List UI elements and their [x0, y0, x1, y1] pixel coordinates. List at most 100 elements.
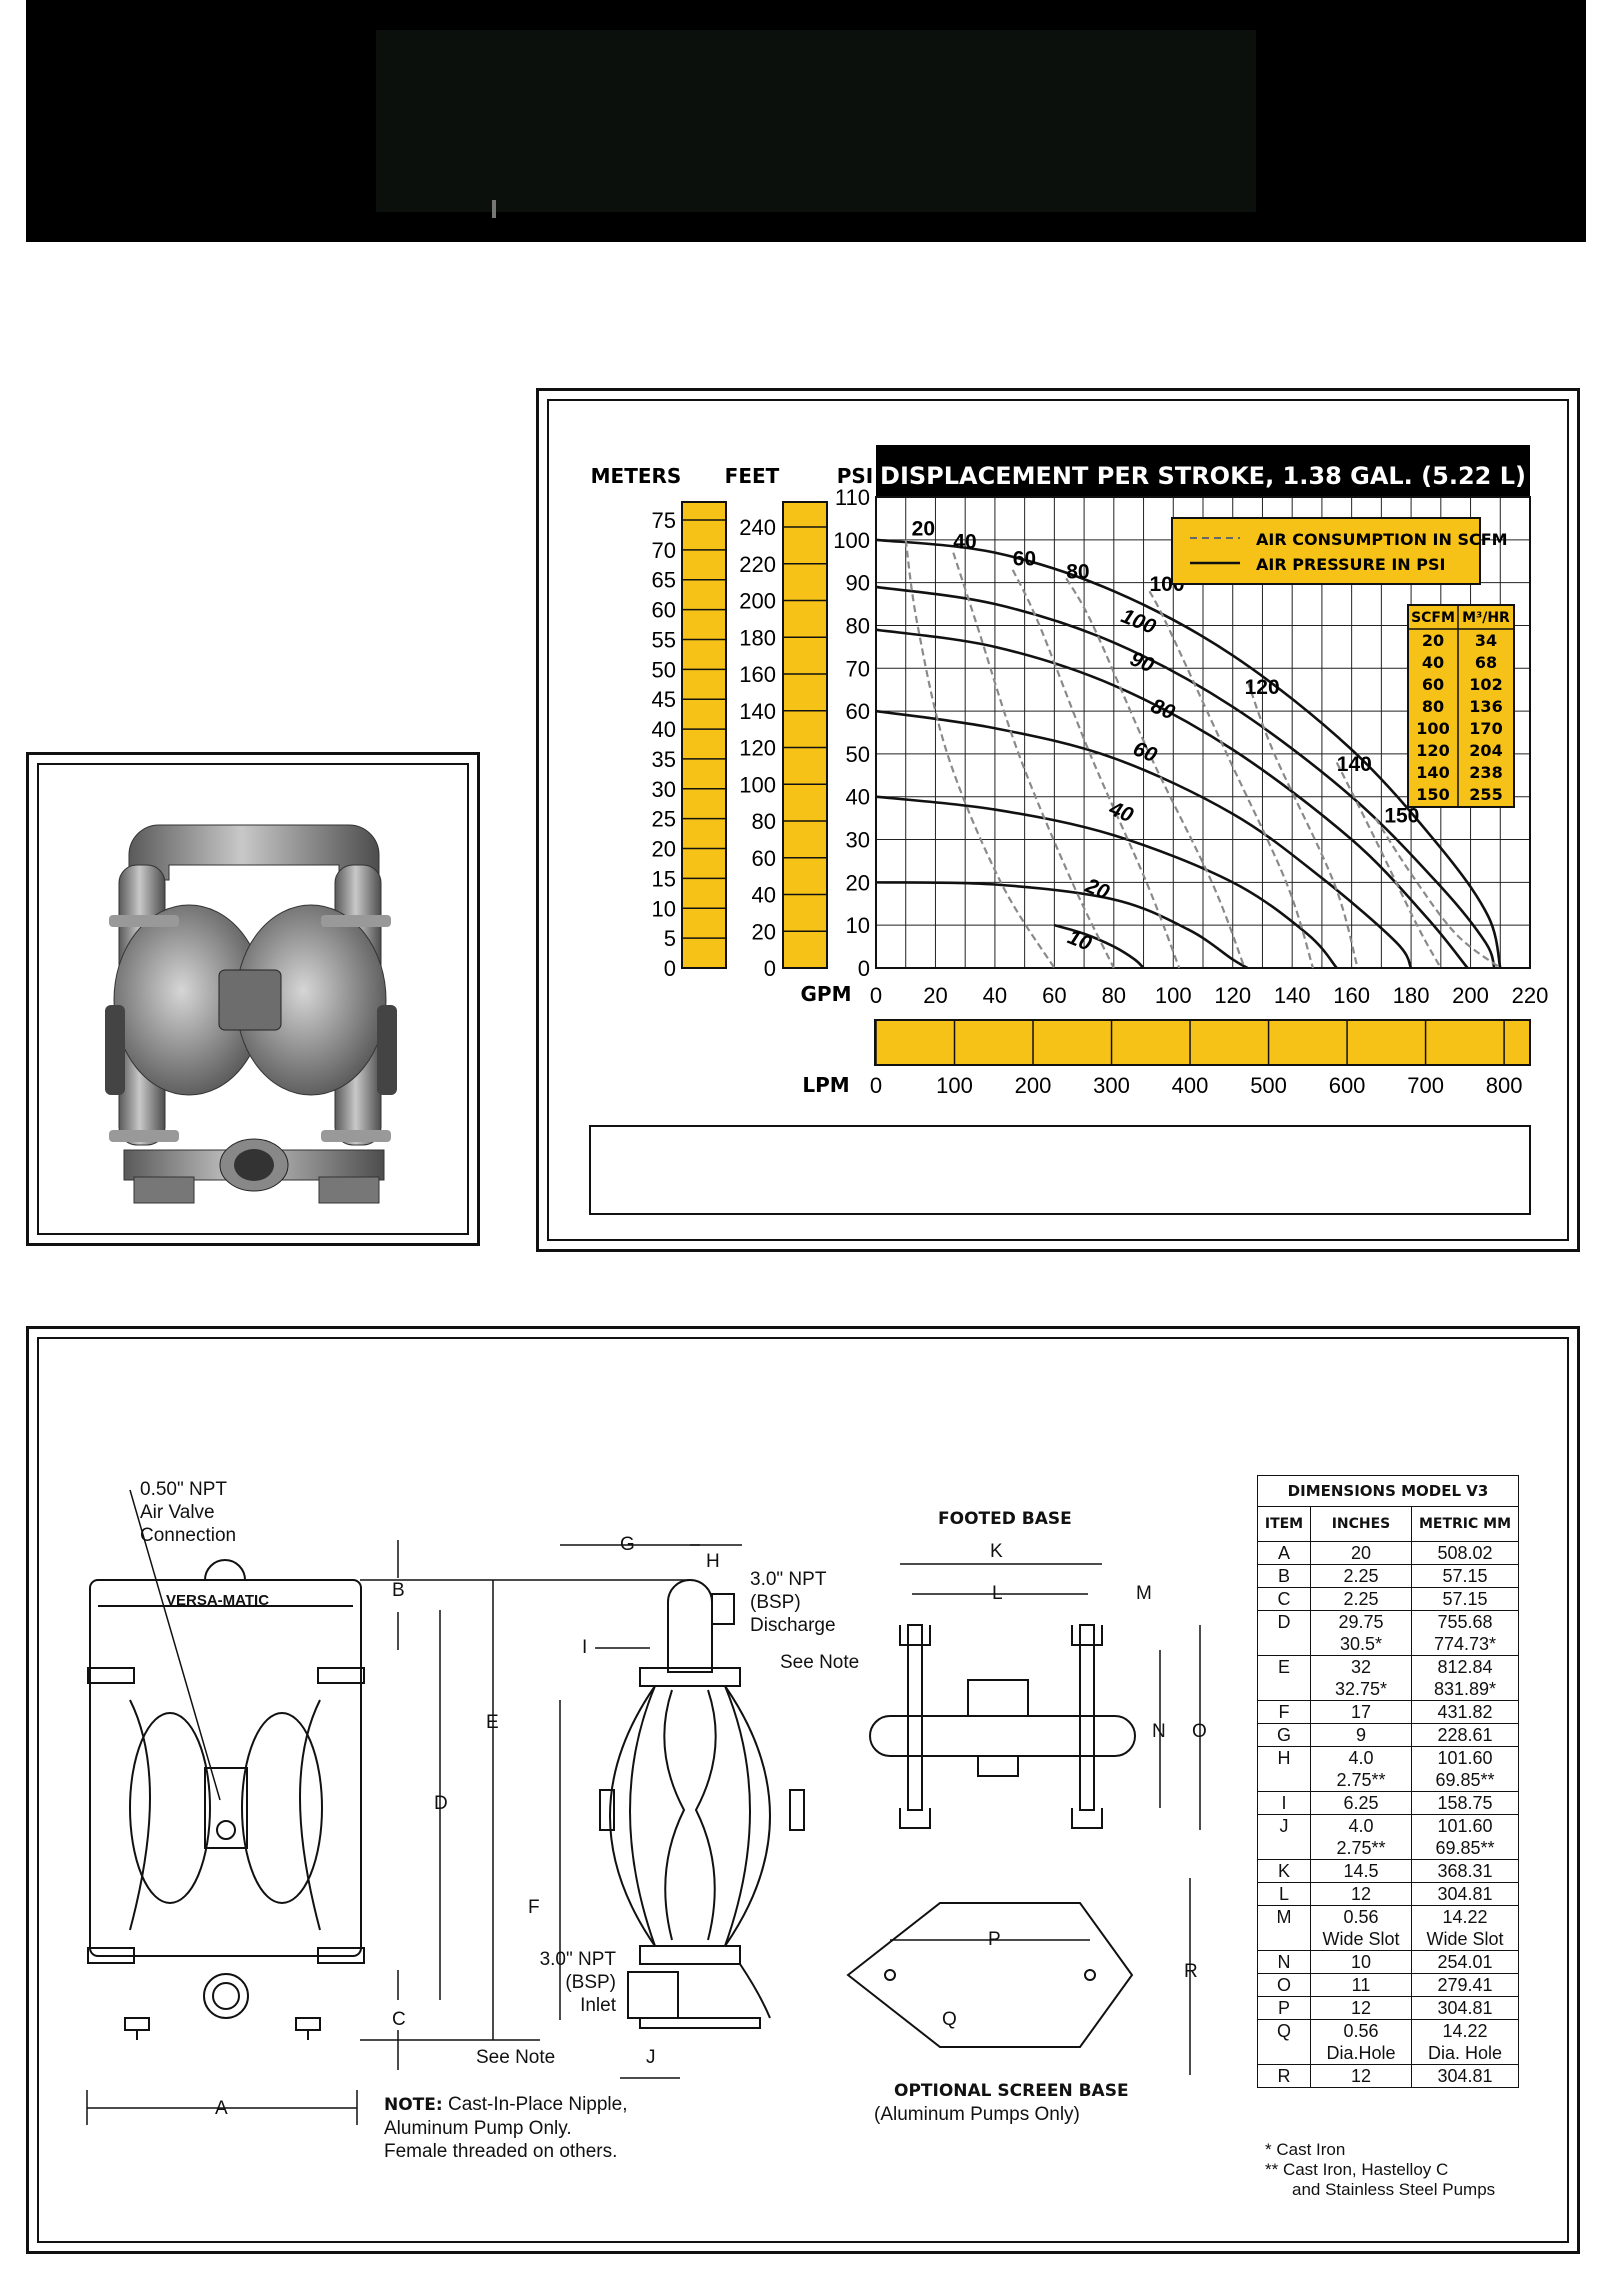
meters-scale-bar [681, 501, 727, 969]
meters-tick-label: 30 [652, 777, 676, 802]
scfm-table-header: SCFM [1411, 610, 1455, 626]
dimension-inches: 32 [1310, 1655, 1412, 1678]
dimension-item: C [1257, 1587, 1311, 1611]
dimension-inches: 29.75 [1310, 1610, 1412, 1633]
feet-tick-label: 200 [739, 589, 776, 614]
lpm-tick-label: 400 [1172, 1073, 1209, 1098]
dimension-metric: Dia. Hole [1411, 2042, 1519, 2065]
dimension-metric: 14.22 [1411, 2019, 1519, 2042]
dimension-item: R [1257, 2064, 1311, 2088]
dimension-inches: 4.0 [1310, 1814, 1412, 1837]
footnote-stainless: and Stainless Steel Pumps [1292, 2180, 1496, 2199]
curve-label: 60 [1013, 548, 1036, 571]
lpm-tick-label: 700 [1407, 1073, 1444, 1098]
discharge-label: 3.0" NPT (BSP) Discharge [750, 1568, 836, 1637]
inlet-label-line3: Inlet [580, 1995, 616, 2016]
dimension-inches: 12 [1310, 1882, 1412, 1906]
lpm-axis-label: LPM [802, 1073, 849, 1097]
legend-air-consumption: AIR CONSUMPTION IN SCFM [1256, 530, 1508, 549]
psi-tick-label: 90 [846, 571, 870, 596]
dimension-metric: 508.02 [1411, 1541, 1519, 1565]
dimension-metric: 304.81 [1411, 1882, 1519, 1906]
dimension-inches: 0.56 [1310, 2019, 1412, 2042]
dim-letter-g: G [620, 1534, 635, 1555]
air-consumption-curve-150 [1374, 817, 1501, 969]
dimension-inches: 2.25 [1310, 1564, 1412, 1588]
dim-letter-m: M [1136, 1583, 1152, 1604]
scfm-table-header: M³/HR [1462, 610, 1510, 626]
air-consumption-curve-60 [1011, 569, 1181, 969]
screen-base-note: (Aluminum Pumps Only) [874, 2104, 1080, 2125]
footnote-hastelloy: ** Cast Iron, Hastelloy C [1265, 2160, 1449, 2179]
scfm-table-cell: 120 [1416, 741, 1449, 760]
dimension-metric: 158.75 [1411, 1791, 1519, 1815]
dim-letter-j: J [646, 2047, 656, 2068]
dimension-item: A [1257, 1541, 1311, 1565]
dimensions-table-title: DIMENSIONS MODEL V3 [1257, 1475, 1519, 1507]
dimension-metric: 368.31 [1411, 1859, 1519, 1883]
psi-axis-label: PSI [837, 464, 874, 488]
dimension-metric: 304.81 [1411, 1996, 1519, 2020]
dimensions-header-inches: INCHES [1310, 1506, 1412, 1542]
psi-tick-label: 30 [846, 828, 870, 853]
dimensions-inner [37, 1337, 1569, 2243]
dim-letter-n: N [1152, 1721, 1166, 1742]
air-pressure-curve-20 [875, 881, 1249, 970]
lpm-tick-label: 800 [1486, 1073, 1523, 1098]
dimension-inches: 9 [1310, 1723, 1412, 1747]
meters-tick-label: 25 [652, 807, 676, 832]
lpm-scale-bar [874, 1019, 1531, 1066]
discharge-label-line3: Discharge [750, 1615, 836, 1636]
note-label: NOTE: [384, 2095, 443, 2115]
dimension-metric: 69.85** [1411, 1837, 1519, 1860]
dim-letter-d: D [434, 1793, 448, 1814]
dimension-inches: Wide Slot [1310, 1928, 1412, 1951]
cast-note: NOTE: Cast-In-Place Nipple, Aluminum Pum… [384, 2093, 628, 2163]
psi-tick-label: 60 [846, 699, 870, 724]
dimension-inches: 11 [1310, 1973, 1412, 1997]
air-pressure-curve-80 [875, 628, 1469, 969]
dimension-item: I [1257, 1791, 1311, 1815]
discharge-label-line2: (BSP) [750, 1592, 801, 1613]
air-valve-label: 0.50" NPT Air Valve Connection [140, 1478, 236, 1547]
lpm-tick-label: 600 [1329, 1073, 1366, 1098]
meters-tick-label: 0 [664, 956, 676, 981]
pump-illustration [105, 824, 397, 1204]
feet-tick-label: 60 [752, 846, 776, 871]
product-photo-frame [26, 752, 480, 1246]
curve-label: 20 [912, 518, 935, 541]
dimension-inches: 20 [1310, 1541, 1412, 1565]
air-consumption-curve-120 [1246, 680, 1359, 969]
meters-tick-label: 55 [652, 627, 676, 652]
dimension-item: K [1257, 1859, 1311, 1883]
dimension-inches: 2.75** [1310, 1837, 1412, 1860]
feet-tick-label: 180 [739, 625, 776, 650]
curve-label: 140 [1337, 753, 1372, 776]
dimension-inches: 6.25 [1310, 1791, 1412, 1815]
dimension-metric: 279.41 [1411, 1973, 1519, 1997]
feet-tick-label: 140 [739, 699, 776, 724]
dimension-metric: 254.01 [1411, 1950, 1519, 1974]
dimension-metric: Wide Slot [1411, 1928, 1519, 1951]
footnotes: * Cast Iron ** Cast Iron, Hastelloy C an… [1265, 2140, 1495, 2200]
scfm-table-cell: 136 [1469, 697, 1502, 716]
air-pressure-curve-10 [1054, 923, 1145, 969]
dim-letter-b: B [392, 1580, 405, 1601]
dimension-item: L [1257, 1882, 1311, 1906]
dimension-item: J [1257, 1814, 1311, 1860]
dimension-item: F [1257, 1700, 1311, 1724]
gpm-tick-label: 120 [1214, 983, 1251, 1008]
curve-label: 40 [1105, 797, 1136, 828]
gpm-tick-label: 200 [1452, 983, 1489, 1008]
brand-label: VERSA-MATIC [166, 1592, 270, 1609]
meters-tick-label: 35 [652, 747, 676, 772]
see-note-bottom-label: See Note [476, 2047, 556, 2068]
meters-tick-label: 40 [652, 717, 676, 742]
feet-tick-label: 160 [739, 662, 776, 687]
